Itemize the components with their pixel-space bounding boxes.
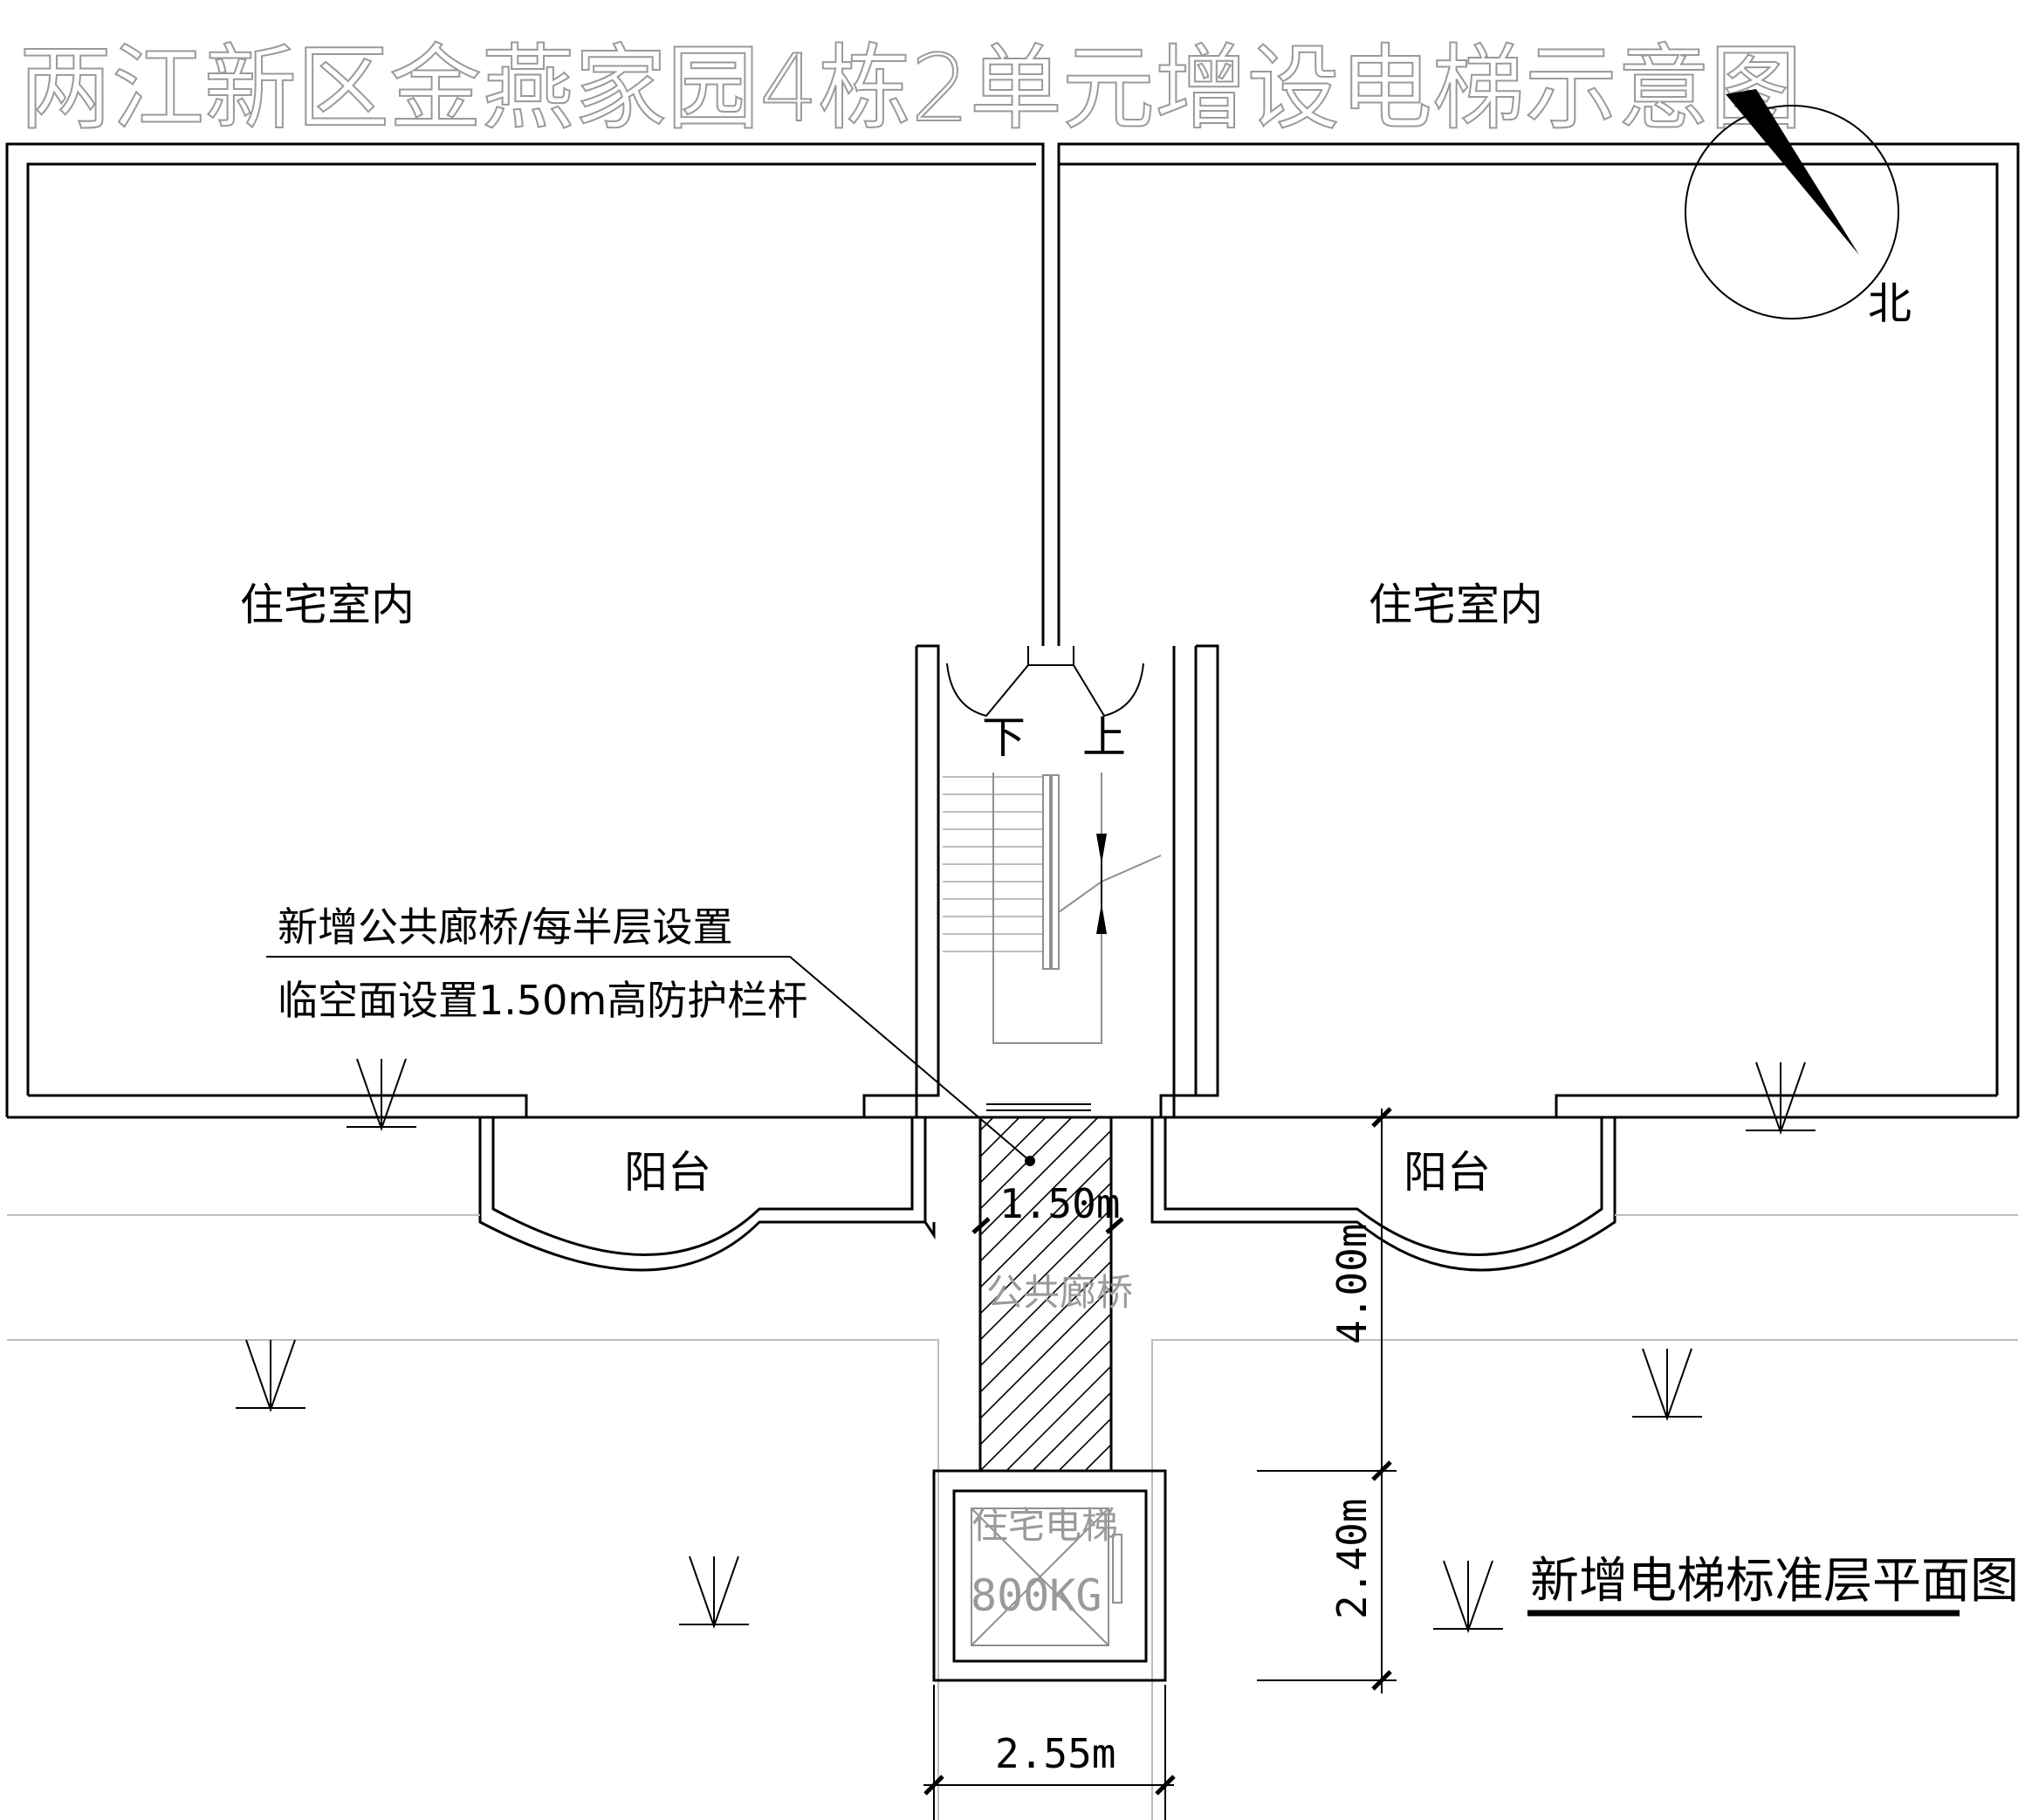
elevator-shaft: 住宅电梯 800KG <box>932 1469 1167 1682</box>
hatch-line <box>980 1286 1111 1420</box>
hatch-line <box>980 1129 1111 1263</box>
hatch-line <box>980 1181 1111 1315</box>
elevator-depth-dim: 2.40m <box>1328 1499 1376 1619</box>
building-walls <box>5 142 2020 1119</box>
corridor-width-dim: 1.50m <box>999 1180 1120 1227</box>
ground-lines <box>7 1214 2018 1820</box>
grass-icon <box>679 1556 749 1630</box>
elevator-capacity: 800KG <box>971 1570 1102 1621</box>
hatch-line <box>1084 1443 1111 1471</box>
hatch-line <box>1006 1364 1111 1471</box>
grass-icon <box>1433 1560 1503 1634</box>
hatch-line <box>980 1207 1111 1342</box>
corridor-label: 公共廊桥 <box>986 1271 1133 1314</box>
vertical-dimensions: 4.00m 2.40m <box>1257 1107 1397 1693</box>
stair-down-label: 下 <box>982 712 1026 763</box>
room-label-right: 住宅室内 <box>1369 580 1543 630</box>
hatch-line <box>980 1312 1111 1446</box>
hatch-line <box>980 1338 1111 1471</box>
stairwell: 下 上 <box>943 712 1162 1044</box>
hatch-line <box>980 1117 1047 1185</box>
balcony-label-right: 阳台 <box>1404 1147 1491 1198</box>
balcony-label-left: 阳台 <box>624 1147 711 1198</box>
hatch-line <box>980 1260 1111 1394</box>
hatch-line <box>980 1117 1099 1237</box>
subtitle-text: 新增电梯标准层平面图 <box>1530 1553 2019 1610</box>
note-callout: 新增公共廊桥/每半层设置 临空面设置1.50m高防护栏杆 <box>266 903 1031 1162</box>
corridor-length-dim: 4.00m <box>1328 1224 1376 1344</box>
plan-subtitle: 新增电梯标准层平面图 <box>1527 1553 2019 1617</box>
balconies: 阳台 阳台 <box>478 1117 1617 1272</box>
grass-icon <box>1632 1348 1702 1422</box>
note-line-2: 临空面设置1.50m高防护栏杆 <box>278 977 807 1024</box>
hatch-line <box>980 1117 1073 1211</box>
grass-icon <box>347 1058 416 1132</box>
hatch-line <box>980 1155 1111 1289</box>
public-corridor: 公共廊桥 1.50m <box>971 1116 1133 1473</box>
elevator-width-dimension: 2.55m <box>923 1685 1176 1820</box>
drawing-title: 两江新区金燕家园4栋2单元增设电梯示意图 <box>19 35 1802 142</box>
elevator-label: 住宅电梯 <box>971 1504 1118 1547</box>
room-label-left: 住宅室内 <box>240 580 415 630</box>
compass-needle-icon <box>1726 89 1859 255</box>
hatch-line <box>1032 1391 1111 1471</box>
hatch-line <box>980 1233 1111 1368</box>
stair-up-label: 上 <box>1082 712 1126 763</box>
north-compass: 北 <box>1685 89 1912 329</box>
grass-icon <box>236 1339 305 1413</box>
grass-icon <box>1746 1061 1816 1136</box>
north-label: 北 <box>1868 278 1912 329</box>
hatch-line <box>980 1117 1020 1158</box>
note-line-1: 新增公共廊桥/每半层设置 <box>278 903 733 951</box>
grass-symbols <box>236 1058 1816 1634</box>
elevator-width-dim: 2.55m <box>995 1730 1115 1777</box>
